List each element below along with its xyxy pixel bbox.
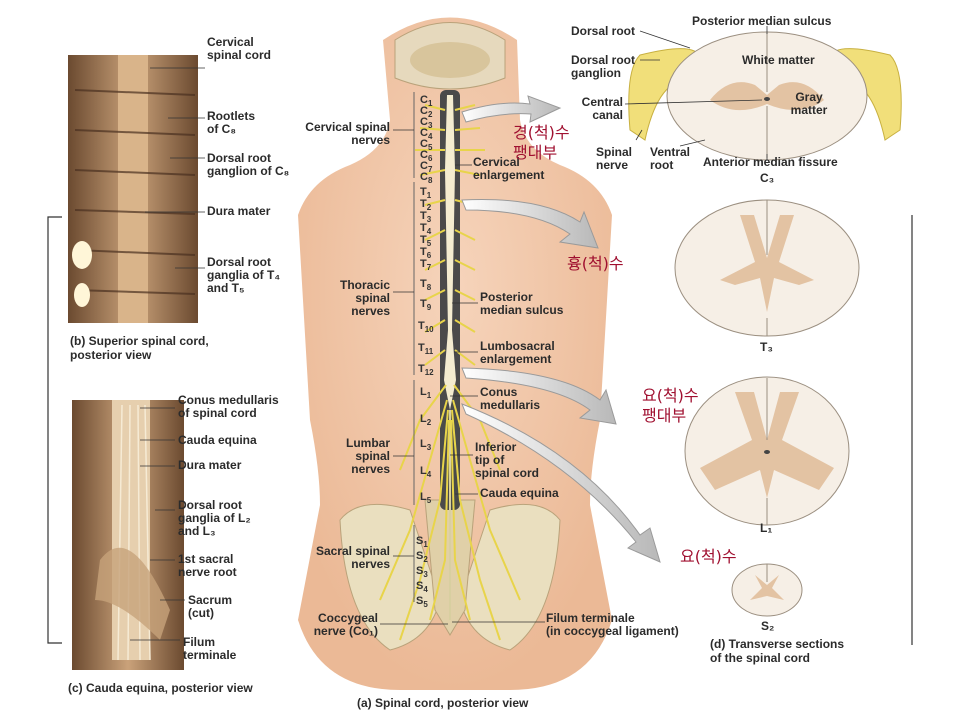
label-dorsal-root-ganglion-d: Dorsal root ganglion: [571, 53, 636, 80]
label-white-matter: White matter: [742, 53, 815, 67]
section-arrows: [461, 95, 661, 563]
photo-superior-cord: [68, 55, 198, 323]
label-inferior-tip: Inferior tip of spinal cord: [475, 440, 540, 480]
section-s2: [731, 563, 803, 617]
section-label-t3: T₃: [760, 340, 773, 354]
segment-c4: C4: [420, 127, 433, 142]
korean-note-cervical-enlargement: 경(척)수 팽대부: [513, 123, 570, 162]
label-sacral-spinal-nerves: Sacral spinal nerves: [315, 544, 390, 571]
segment-t1: T1: [420, 186, 432, 201]
caption-panel-a: (a) Spinal cord, posterior view: [357, 696, 529, 710]
label-lumbar-spinal-nerves: Lumbar spinal nerves: [345, 436, 390, 476]
label-central-canal: Central canal: [581, 95, 623, 122]
segment-t4: T4: [420, 222, 432, 237]
label-coccygeal-nerve: Coccygeal nerve (Co₁): [313, 611, 378, 638]
segment-t7: T7: [420, 258, 432, 273]
label-posterior-median-sulcus-a: Posterior median sulcus: [480, 290, 564, 317]
korean-note-thoracic: 흉(척)수: [567, 254, 624, 273]
label-dorsal-root: Dorsal root: [571, 24, 636, 38]
label-thoracic-spinal-nerves: Thoracic spinal nerves: [339, 278, 390, 318]
photo-cauda-equina: [72, 400, 184, 670]
korean-note-lumbar-enlargement: 요(척)수 팽대부: [642, 386, 699, 425]
label-posterior-median-sulcus-d: Posterior median sulcus: [692, 14, 832, 28]
segment-l1: L1: [420, 386, 432, 401]
segment-l2: L2: [420, 413, 432, 428]
label-rootlets-c8: Rootlets of C₈: [207, 109, 255, 136]
segment-c2: C2: [420, 105, 433, 120]
label-cervical-enlargement: Cervical enlargement: [473, 155, 545, 182]
label-gray-matter: Gray matter: [790, 90, 828, 117]
segment-l5: L5: [420, 491, 432, 506]
label-anterior-median-fissure: Anterior median fissure: [703, 155, 838, 169]
korean-note-lumbar: 요(척)수: [680, 547, 737, 566]
label-cervical-spinal-nerves: Cervical spinal nerves: [305, 120, 390, 147]
segment-s5: S5: [416, 595, 428, 610]
segment-s2: S2: [416, 550, 428, 565]
segment-t12: T12: [418, 363, 434, 378]
segment-c1: C1: [420, 94, 433, 109]
segment-c5: C5: [420, 138, 433, 153]
segment-t8: T8: [420, 278, 432, 293]
label-cervical-spinal-cord: Cervical spinal cord: [207, 35, 272, 62]
segment-c6: C6: [420, 149, 433, 164]
segment-c3: C3: [420, 116, 433, 131]
caption-panel-c: (c) Cauda equina, posterior view: [68, 681, 253, 695]
section-label-s2: S₂: [761, 619, 775, 633]
segment-s4: S4: [416, 580, 428, 595]
label-drg-l2-l3: Dorsal root ganglia of L₂ and L₃: [178, 498, 251, 538]
segment-t3: T3: [420, 210, 432, 225]
label-ventral-root: Ventral root: [650, 145, 691, 172]
section-t3: [674, 199, 860, 337]
segment-t10: T10: [418, 320, 434, 335]
section-label-l1: L₁: [760, 521, 773, 535]
label-dura-mater-c: Dura mater: [178, 458, 242, 472]
label-filum-terminale-c: Filum terminale: [183, 635, 237, 662]
label-sacrum: Sacrum (cut): [188, 593, 233, 620]
label-drg-c8: Dorsal root ganglion of C₈: [207, 151, 290, 178]
label-conus-medullaris-c: Conus medullaris of spinal cord: [178, 393, 279, 420]
segment-c7: C7: [420, 160, 433, 175]
section-c3: [628, 31, 902, 161]
label-dura-mater-b: Dura mater: [207, 204, 271, 218]
label-spinal-nerve: Spinal nerve: [596, 145, 633, 172]
segment-t6: T6: [420, 246, 432, 261]
segment-t11: T11: [418, 342, 434, 357]
segment-t2: T2: [420, 198, 432, 213]
segment-l4: L4: [420, 465, 432, 480]
label-cauda-equina-a: Cauda equina: [480, 486, 559, 500]
segment-l3: L3: [420, 438, 432, 453]
segment-s1: S1: [416, 535, 428, 550]
label-1st-sacral-root: 1st sacral nerve root: [178, 552, 237, 579]
section-l1: [684, 376, 850, 526]
label-cauda-equina-c: Cauda equina: [178, 433, 257, 447]
section-label-c3: C₃: [760, 171, 775, 185]
caption-panel-b: (b) Superior spinal cord, posterior view: [70, 334, 209, 362]
segment-t5: T5: [420, 234, 432, 249]
caption-panel-d: (d) Transverse sections of the spinal co…: [710, 637, 845, 665]
label-drg-t4-t5: Dorsal root ganglia of T₄ and T₅: [207, 255, 281, 295]
label-filum-terminale-a: Filum terminale (in coccygeal ligament): [546, 611, 679, 638]
segment-t9: T9: [420, 298, 432, 313]
label-conus-medullaris-a: Conus medullaris: [480, 385, 541, 412]
label-lumbosacral-enlargement: Lumbosacral enlargement: [480, 339, 555, 366]
segment-s3: S3: [416, 565, 428, 580]
segment-c8: C8: [420, 171, 433, 186]
